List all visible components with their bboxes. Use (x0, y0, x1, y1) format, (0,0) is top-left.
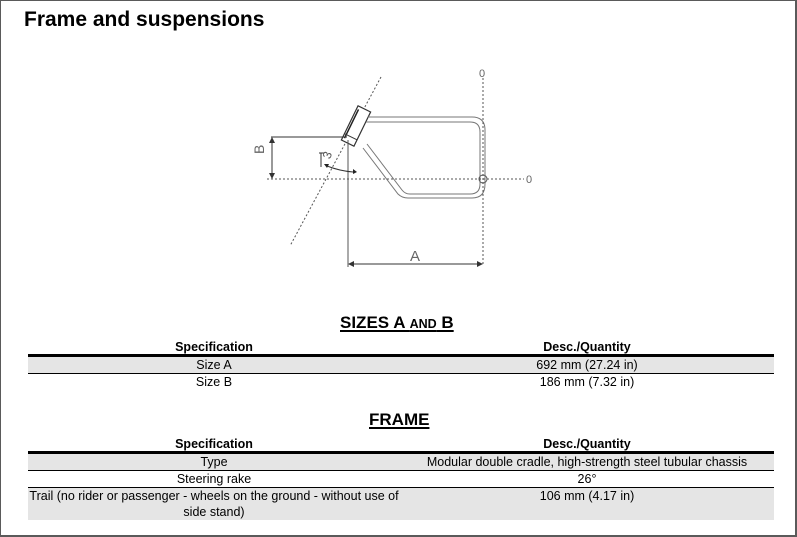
table-row: Size B 186 mm (7.32 in) (28, 374, 774, 391)
spec-cell: Size B (195, 375, 233, 389)
value-cell: Modular double cradle, high-strength ste… (400, 452, 774, 471)
column-header-quantity: Desc./Quantity (400, 436, 774, 454)
sizes-title-part: SIZES A (340, 313, 410, 332)
sizes-table: Specification Desc./Quantity Size A 692 … (28, 339, 774, 390)
value-cell: 26° (400, 470, 774, 488)
axle-point (478, 174, 488, 184)
column-header-specification: Specification (28, 339, 400, 357)
label-origin-right: 0 (526, 174, 532, 186)
value-cell: 186 mm (7.32 in) (539, 375, 635, 389)
frame-table: Specification Desc./Quantity Type Modula… (28, 436, 774, 520)
sizes-title-part: B (436, 313, 454, 332)
frame-tubes (362, 116, 486, 199)
sizes-section-title: SIZES A AND B (340, 313, 454, 333)
angle-arc (326, 165, 354, 173)
sizes-title-small: AND (409, 317, 437, 331)
spec-cell: Type (28, 452, 400, 471)
label-origin-top: 0 (479, 68, 485, 80)
steering-axis-line (289, 76, 382, 247)
column-header-specification: Specification (28, 436, 400, 454)
column-header-quantity: Desc./Quantity (400, 339, 774, 357)
frame-section-title: FRAME (369, 410, 430, 429)
table-row: Trail (no rider or passenger - wheels on… (28, 487, 774, 520)
frame-dimensions-diagram: B A 3 0 0 (251, 68, 532, 267)
spec-cell: Trail (no rider or passenger - wheels on… (28, 487, 400, 520)
label-angle: 3 (320, 149, 336, 160)
label-a: A (410, 248, 420, 265)
table-row: Type Modular double cradle, high-strengt… (28, 452, 774, 471)
spec-cell: Steering rake (28, 470, 400, 488)
spec-cell: Size A (28, 355, 400, 374)
value-cell: 106 mm (4.17 in) (400, 487, 774, 520)
value-cell: 692 mm (27.24 in) (400, 355, 774, 374)
label-b: B (251, 145, 267, 154)
table-row: Size A 692 mm (27.24 in) (28, 355, 774, 374)
table-row: Steering rake 26° (28, 470, 774, 488)
head-tube (340, 105, 372, 147)
page-title: Frame and suspensions (24, 8, 265, 31)
